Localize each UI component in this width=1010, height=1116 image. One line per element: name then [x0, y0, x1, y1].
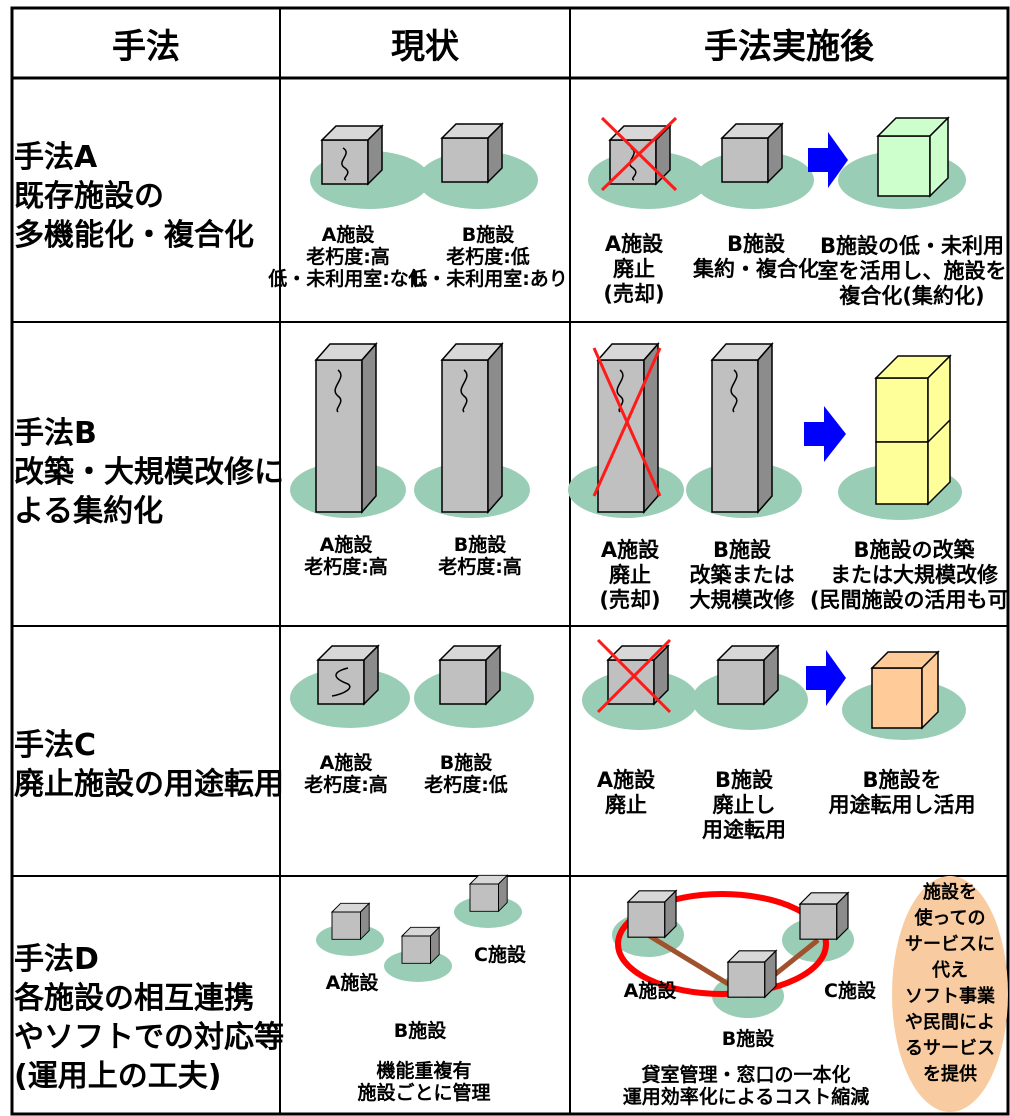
method-label-c: 手法C 廃止施設の用途転用	[14, 728, 284, 802]
method-label-d: 手法D 各施設の相互連携 やソフトでの対応等 (運用上の工夫)	[14, 942, 284, 1094]
method-label-a: 手法A 既存施設の 多機能化・複合化	[14, 140, 254, 253]
building-icon	[627, 890, 677, 938]
row-d-current-graphics	[316, 874, 522, 982]
building-icon	[717, 645, 779, 705]
ring-connection	[615, 891, 829, 997]
facility-label: B施設 集約・複合化	[693, 232, 819, 281]
building-icon	[710, 342, 774, 514]
building-icon	[331, 902, 370, 940]
cross-mark-icon	[592, 347, 662, 497]
row-b-current-graphics	[290, 342, 530, 518]
table-grid	[10, 6, 1010, 1116]
facility-label: B施設 老朽度:高	[438, 534, 522, 578]
building-icon	[799, 892, 849, 940]
building-icon	[401, 926, 440, 964]
column-header-method: 手法	[112, 26, 180, 67]
facility-label: C施設	[474, 944, 526, 966]
facility-label: B施設	[393, 1020, 447, 1042]
facility-label: A施設 廃止 (売却)	[603, 232, 665, 306]
row-b-after-graphics	[568, 342, 962, 520]
right-arrow-icon	[808, 132, 848, 188]
row-a-current-graphics	[310, 123, 538, 209]
building-icon	[609, 125, 671, 185]
facility-label: A施設	[623, 980, 677, 1002]
cross-mark-icon	[600, 116, 678, 192]
result-description: 機能重複有 施設ごとに管理	[357, 1060, 491, 1104]
building-icon	[876, 116, 950, 198]
building-icon	[469, 874, 508, 912]
building-icon	[607, 645, 669, 705]
result-description: B施設を 用途転用し活用	[828, 768, 976, 817]
facility-label: B施設	[721, 1028, 775, 1050]
facility-label: B施設 廃止し 用途転用	[702, 768, 786, 842]
service-oval	[892, 876, 1008, 1112]
facility-label: A施設 老朽度:高	[304, 534, 388, 578]
building-icon	[317, 645, 379, 705]
result-description: B施設の改築 または大規模改修 (民間施設の活用も可)	[809, 538, 1010, 612]
building-icon	[314, 342, 378, 514]
column-header-after: 手法実施後	[704, 26, 874, 67]
cross-mark-icon	[596, 638, 672, 714]
facility-label: B施設 改築または 大規模改修	[689, 538, 795, 612]
row-a-after-graphics	[588, 116, 966, 209]
facility-label: B施設 老朽度:低	[424, 752, 508, 796]
right-arrow-icon	[806, 650, 846, 706]
building-icon	[440, 342, 504, 514]
building-icon	[727, 950, 777, 998]
building-icon	[874, 354, 952, 506]
facility-label: C施設	[824, 980, 876, 1002]
facility-label: A施設 老朽度:高	[304, 752, 388, 796]
service-description: 施設を 使っての サービスに 代え ソフト事業 や民間によ るサービス を提供	[905, 882, 995, 1085]
building-icon	[321, 125, 383, 185]
row-d-after-graphics	[612, 876, 1008, 1112]
building-icon	[721, 123, 783, 183]
row-c-current-graphics	[290, 645, 534, 728]
building-icon	[439, 645, 501, 705]
right-arrow-icon	[804, 406, 846, 462]
result-description: B施設の低・未利用 室を活用し、施設を 複合化(集約化)	[817, 234, 1007, 308]
building-icon	[441, 123, 503, 183]
facility-label: A施設	[325, 972, 379, 994]
facility-label: A施設 廃止	[596, 768, 656, 817]
method-label-b: 手法B 改築・大規模改修に よる集約化	[14, 416, 284, 529]
column-header-current: 現状	[391, 26, 459, 67]
building-icon	[870, 650, 940, 730]
result-description: 貸室管理・窓口の一本化 運用効率化によるコスト縮減	[622, 1064, 870, 1108]
row-c-after-graphics	[582, 638, 966, 740]
facility-label: A施設 廃止 (売却)	[599, 538, 661, 612]
facility-label: A施設 老朽度:高 低・未利用室:なし	[268, 224, 428, 290]
facility-label: B施設 老朽度:低 低・未利用室:あり	[408, 224, 568, 290]
